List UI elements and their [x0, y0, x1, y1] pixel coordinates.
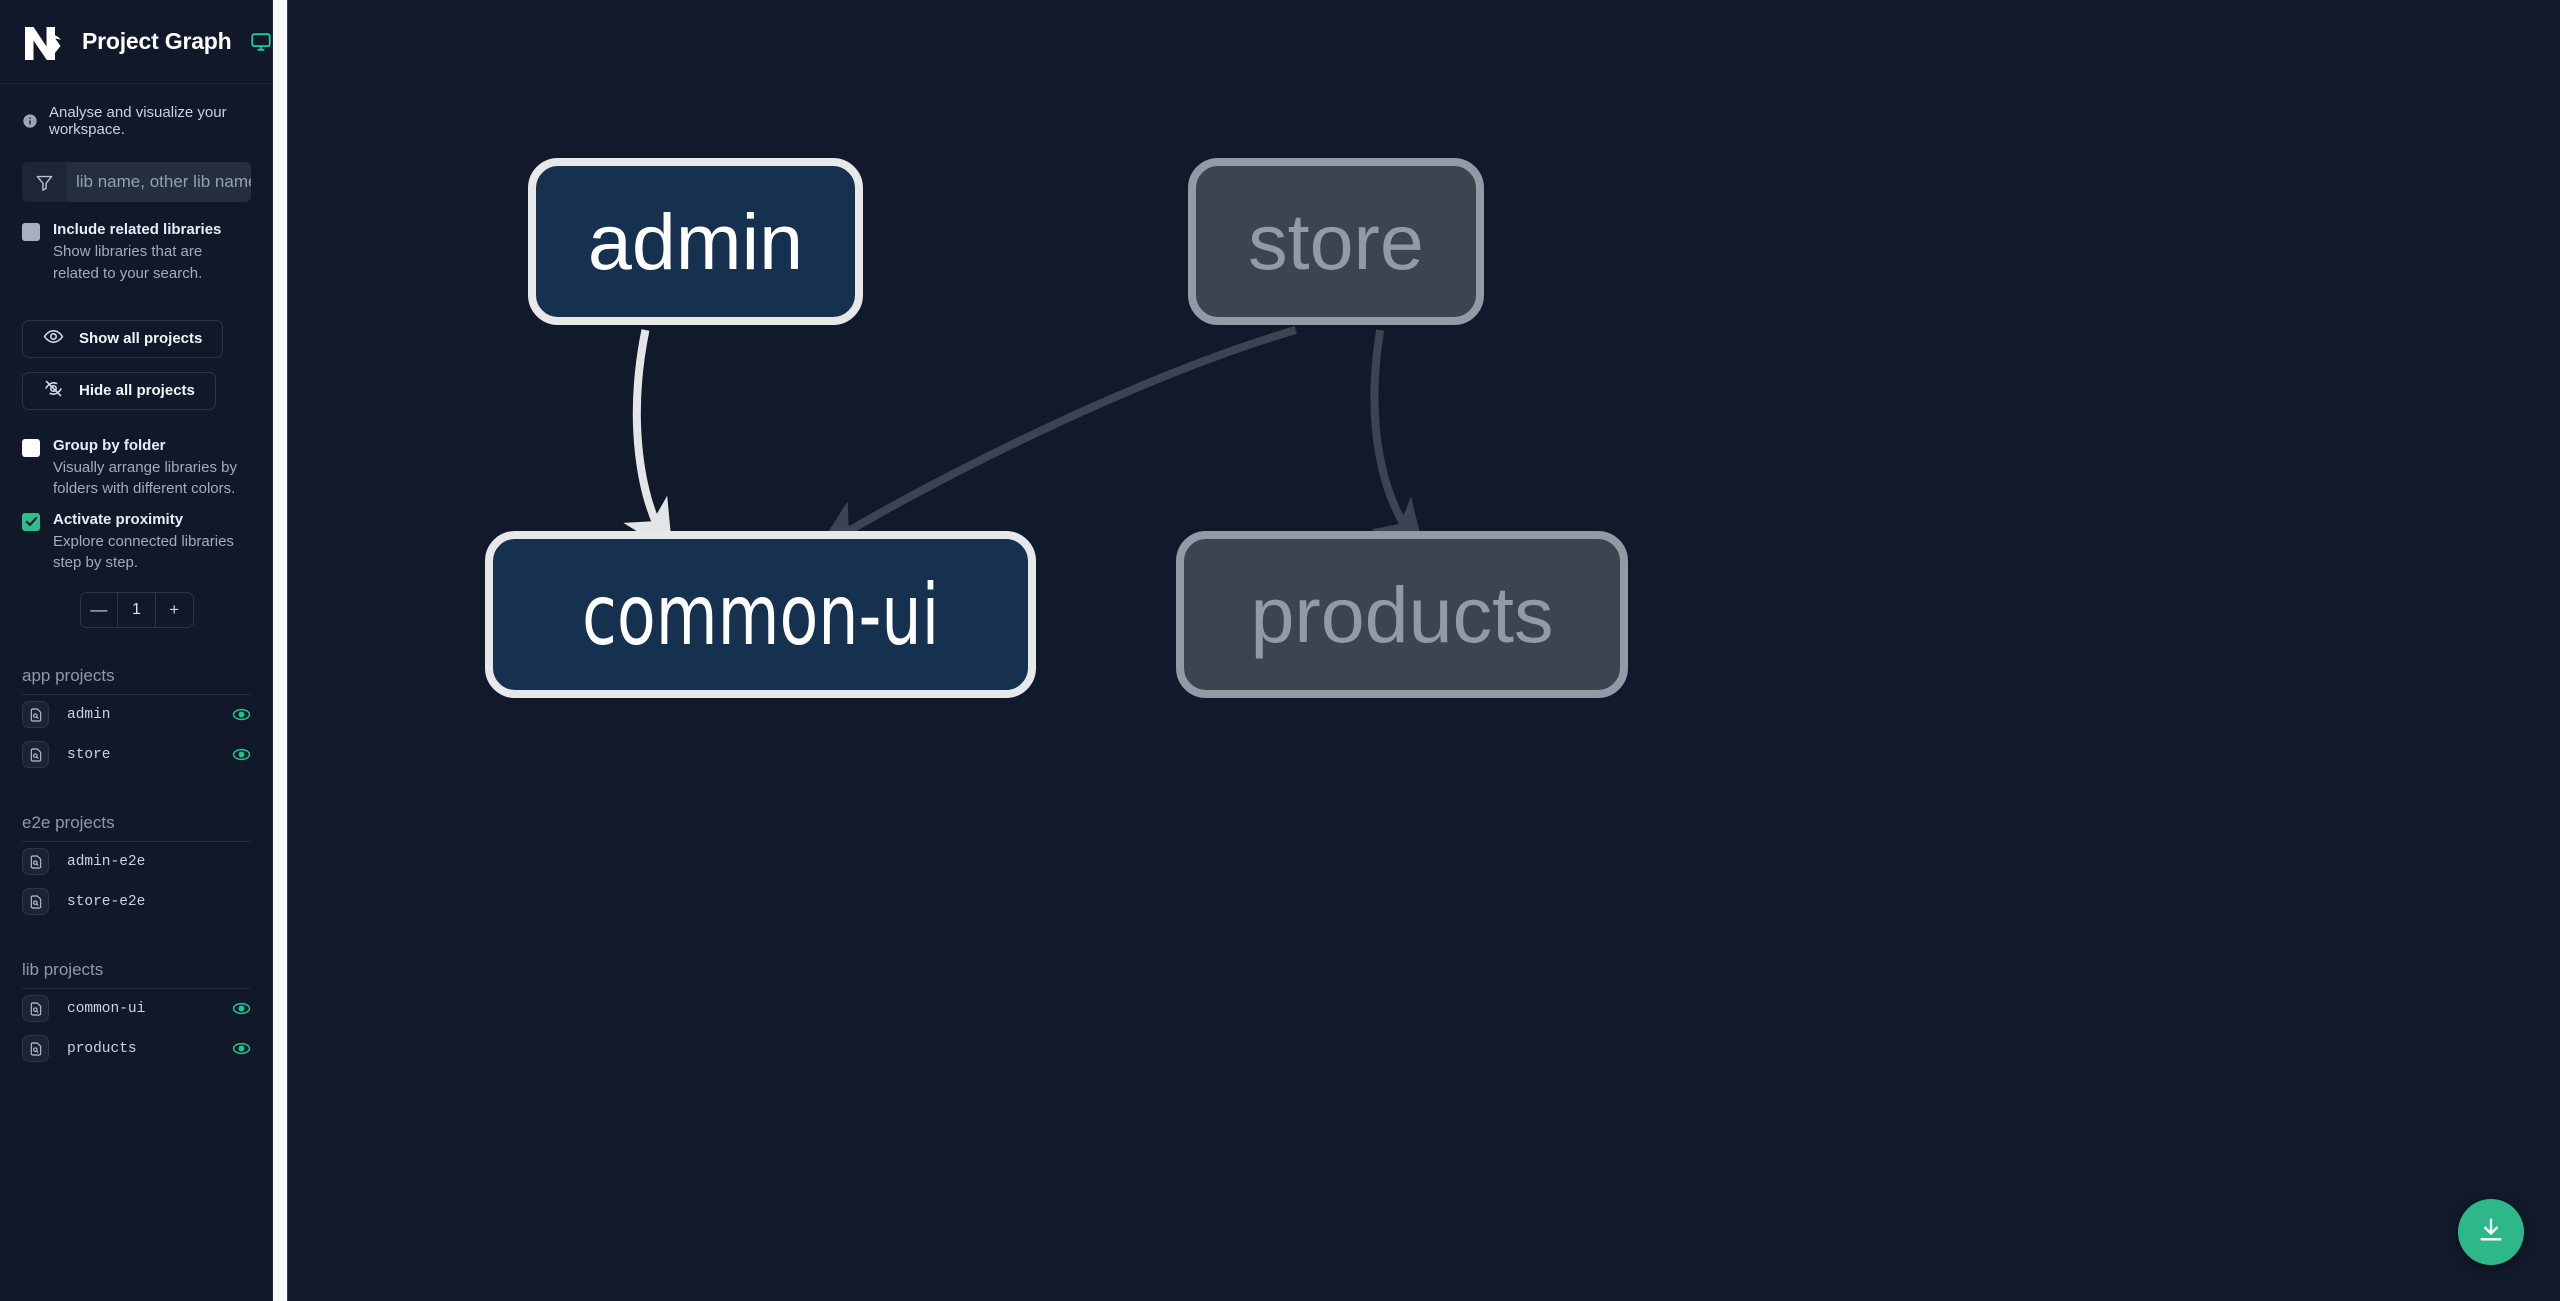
- graph-edges: [623, 326, 1425, 553]
- sidebar-project-products[interactable]: products: [22, 1029, 251, 1069]
- sidebar-project-admin-e2e[interactable]: admin-e2e: [22, 842, 251, 882]
- sidebar-project-admin[interactable]: admin: [22, 695, 251, 735]
- project-file-icon: [22, 848, 49, 876]
- eye-slash-icon: [43, 378, 64, 403]
- option-activate-proximity[interactable]: Activate proximity Explore connected lib…: [0, 500, 272, 574]
- project-name: common-ui: [67, 1000, 146, 1017]
- divider: [22, 987, 251, 989]
- sidebar-scroll-area[interactable]: Project Graph Analyse and visualize your…: [0, 0, 272, 1301]
- checkbox-include-related-libraries[interactable]: [22, 223, 40, 241]
- funnel-icon: [22, 162, 66, 202]
- checkbox-activate-proximity[interactable]: [22, 512, 40, 531]
- tagline-text: Analyse and visualize your workspace.: [49, 104, 227, 138]
- proximity-value: 1: [117, 592, 155, 627]
- computer-desktop-icon[interactable]: [250, 31, 272, 53]
- proximity-stepper[interactable]: — 1 +: [79, 591, 194, 628]
- group-title: lib projects: [22, 959, 104, 979]
- option-group-by-folder[interactable]: Group by folder Visually arrange librari…: [0, 410, 272, 500]
- option-label: Activate proximity: [53, 510, 184, 528]
- graph-node-admin[interactable]: admin: [528, 158, 863, 325]
- nx-logo-icon: [22, 20, 68, 64]
- sidebar-project-common-ui[interactable]: common-ui: [22, 989, 251, 1029]
- search-filter[interactable]: [22, 162, 251, 202]
- download-icon: [2477, 1216, 2505, 1249]
- project-file-icon: [22, 1035, 49, 1063]
- checkbox-group-by-folder[interactable]: [22, 438, 40, 457]
- project-file-icon: [22, 888, 49, 916]
- project-name: products: [67, 1040, 137, 1057]
- node-label: store: [1248, 197, 1424, 286]
- option-description: Visually arrange libraries by folders wi…: [53, 459, 237, 498]
- eye-icon: [43, 326, 64, 351]
- group-app-projects: app projects admin store: [0, 665, 272, 775]
- proximity-decrement-button[interactable]: —: [90, 599, 108, 619]
- download-graph-button[interactable]: [2458, 1199, 2524, 1265]
- hide-all-projects-label: Hide all projects: [79, 382, 195, 400]
- project-name: admin-e2e: [67, 853, 146, 870]
- info-circle-icon: [22, 113, 38, 129]
- proximity-increment-button[interactable]: +: [154, 592, 193, 627]
- project-file-icon: [22, 995, 49, 1023]
- page-title: Project Graph: [82, 28, 232, 54]
- graph-node-store[interactable]: store: [1188, 158, 1484, 325]
- divider: [22, 840, 251, 842]
- sidebar-scrollbar[interactable]: [273, 0, 288, 1301]
- group-e2e-projects: e2e projects admin-e2e store-e2e: [0, 812, 272, 922]
- edge-store-to-products: [1370, 329, 1425, 553]
- show-all-projects-button[interactable]: Show all projects: [22, 319, 224, 358]
- option-include-related-libraries[interactable]: Include related libraries Show libraries…: [0, 202, 272, 284]
- option-label: Include related libraries: [53, 221, 222, 238]
- project-graph-canvas[interactable]: admin store common-ui products: [273, 0, 2560, 1301]
- hide-all-projects-button[interactable]: Hide all projects: [22, 371, 216, 410]
- option-description: Show libraries that are related to your …: [53, 243, 203, 282]
- eye-open-icon[interactable]: [232, 1039, 251, 1058]
- sidebar-header: Project Graph: [0, 0, 272, 84]
- graph-node-common-ui[interactable]: common-ui: [485, 531, 1036, 698]
- group-title: e2e projects: [22, 812, 115, 832]
- project-file-icon: [22, 701, 49, 729]
- edge-admin-to-common-ui: [623, 329, 673, 553]
- project-name: admin: [67, 706, 111, 723]
- node-label: products: [1250, 570, 1554, 659]
- eye-open-icon[interactable]: [232, 745, 251, 764]
- node-label: common-ui: [581, 565, 940, 664]
- divider: [22, 693, 251, 695]
- sidebar-project-store[interactable]: store: [22, 735, 251, 775]
- graph-node-products[interactable]: products: [1176, 531, 1628, 698]
- tagline: Analyse and visualize your workspace.: [0, 84, 272, 138]
- eye-open-icon[interactable]: [232, 705, 251, 724]
- eye-open-icon[interactable]: [232, 999, 251, 1018]
- project-name: store-e2e: [67, 893, 146, 910]
- option-description: Explore connected libraries step by step…: [53, 532, 234, 572]
- group-lib-projects: lib projects common-ui products: [0, 959, 272, 1069]
- sidebar-project-store-e2e[interactable]: store-e2e: [22, 882, 251, 922]
- option-label: Group by folder: [53, 436, 166, 454]
- show-all-projects-label: Show all projects: [79, 330, 203, 348]
- project-file-icon: [22, 741, 49, 769]
- group-title: app projects: [22, 665, 115, 685]
- node-label: admin: [587, 197, 804, 286]
- edge-store-to-common-ui: [816, 326, 1297, 550]
- sidebar: Project Graph Analyse and visualize your…: [0, 0, 273, 1301]
- project-name: store: [67, 746, 111, 763]
- search-input[interactable]: [66, 162, 251, 202]
